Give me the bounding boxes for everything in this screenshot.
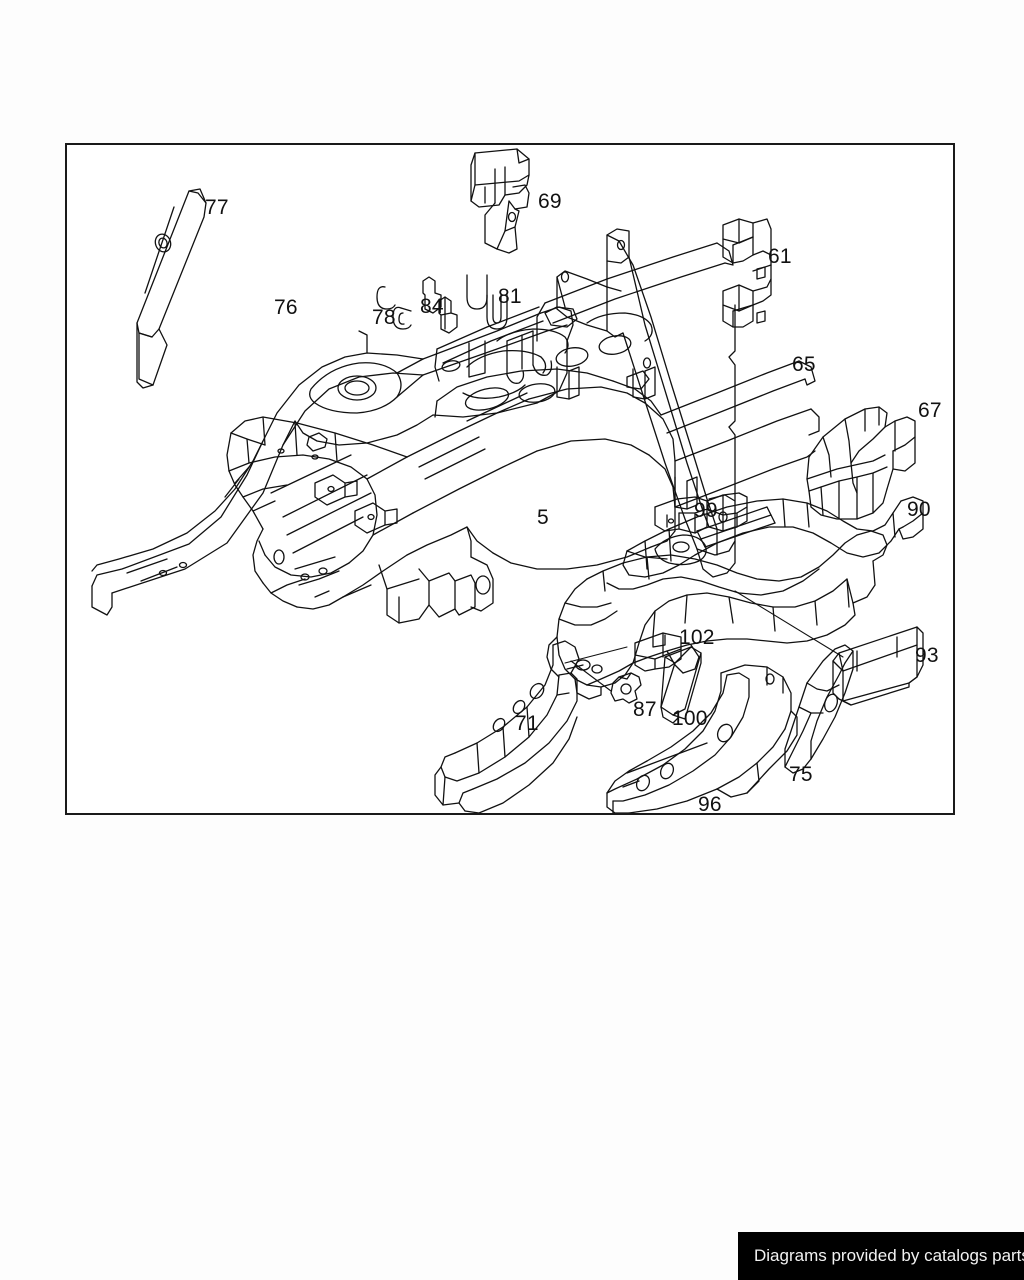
part-84-shape [438, 296, 458, 334]
part-78-shape [392, 306, 412, 330]
callout-100: 100 [672, 707, 708, 730]
parts-exploded-diagram [91, 148, 924, 813]
part-84-shape-upper [422, 276, 442, 314]
leader-line-87 [570, 660, 612, 692]
part-102-bracket-shape [634, 632, 682, 672]
callout-87: 87 [633, 698, 657, 721]
callout-102: 102 [679, 626, 715, 649]
part-75-shape [784, 644, 854, 774]
callout-61: 61 [768, 245, 792, 268]
part-76-shape [91, 306, 574, 616]
leader-line-93 [734, 590, 844, 658]
callout-84: 84 [420, 295, 444, 318]
part-81-shape-upper [466, 274, 488, 310]
callout-77: 77 [205, 196, 229, 219]
part-67-shape [806, 406, 916, 520]
callout-69: 69 [538, 190, 562, 213]
watermark-text: Diagrams provided by catalogs parts [754, 1246, 1024, 1265]
part-78-shape-upper [376, 286, 396, 310]
leader-line-102 [564, 646, 628, 664]
callout-5: 5 [537, 506, 549, 529]
part-65-shape [556, 228, 736, 578]
watermark-banner: Diagrams provided by catalogs parts [738, 1232, 1024, 1280]
part-90-shape [622, 496, 924, 578]
part-93-shape [832, 626, 924, 706]
part-96-shape [606, 664, 798, 813]
part-87-shape [610, 672, 642, 704]
callout-93: 93 [915, 644, 939, 667]
callout-75: 75 [789, 763, 813, 786]
callout-99: 99 [694, 499, 718, 522]
callout-71: 71 [515, 712, 539, 735]
diagram-frame: 77 69 76 61 65 78 84 81 67 5 99 90 102 9… [65, 143, 955, 815]
part-100-shape [660, 646, 702, 724]
callout-78: 78 [372, 306, 396, 329]
callout-81: 81 [498, 285, 522, 308]
part-61-shape [722, 218, 772, 328]
part-71-shape [434, 640, 580, 813]
callout-90: 90 [907, 498, 931, 521]
part-77-shape [136, 188, 207, 389]
callout-76: 76 [274, 296, 298, 319]
callout-96: 96 [698, 793, 722, 816]
part-102-shape [546, 530, 888, 700]
part-5-shape [226, 242, 820, 624]
callout-67: 67 [918, 399, 942, 422]
callout-65: 65 [792, 353, 816, 376]
part-69-shape [470, 148, 530, 254]
